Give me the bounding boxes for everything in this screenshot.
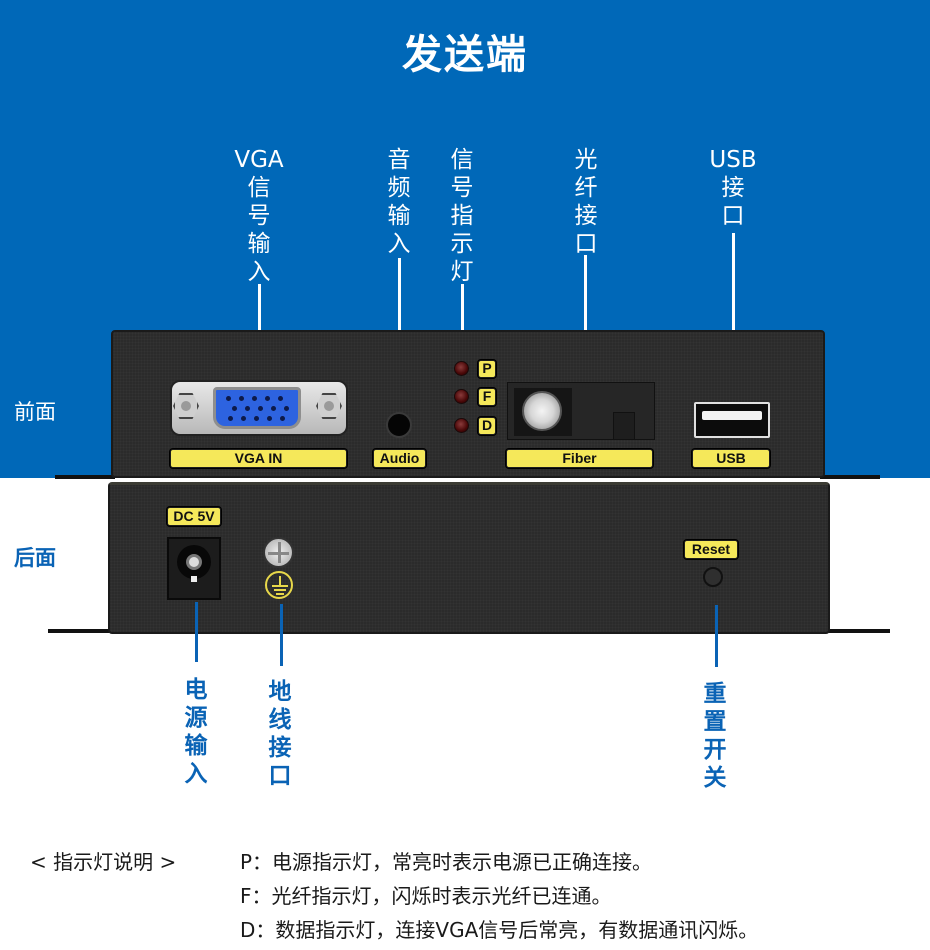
callout-audio-input: 音 频 输 入 — [369, 146, 429, 258]
fiber-label: Fiber — [506, 449, 653, 468]
back-panel — [108, 482, 830, 634]
callout-text: 纤 — [574, 175, 598, 201]
callout-text: 灯 — [450, 259, 474, 285]
callout-line-vga — [258, 284, 261, 368]
led-f-label: F — [478, 388, 496, 406]
callout-text: 输 — [387, 203, 411, 229]
usb-tongue — [702, 411, 762, 420]
callout-power-input: 电 源 输 入 — [166, 676, 226, 788]
vga-screw-icon — [316, 393, 342, 419]
callout-text: 口 — [268, 763, 292, 789]
callout-text: 指 — [450, 203, 474, 229]
callout-line-audio — [398, 258, 401, 368]
back-side-label: 后面 — [14, 546, 56, 570]
led-f-indicator — [454, 389, 469, 404]
callout-text: VGA — [234, 147, 284, 173]
vga-port[interactable] — [213, 387, 301, 429]
callout-line-power — [195, 602, 198, 662]
callout-text: 接 — [574, 203, 598, 229]
callout-fiber-port: 光 纤 接 口 — [556, 146, 616, 258]
ground-icon — [265, 571, 293, 599]
note-line-d: D：数据指示灯，连接VGA信号后常亮，有数据通讯闪烁。 — [240, 918, 759, 942]
dc-5v-label: DC 5V — [167, 507, 221, 526]
callout-text: 信 — [247, 175, 271, 201]
dc-jack-pin — [186, 554, 202, 570]
callout-signal-indicator: 信 号 指 示 灯 — [432, 146, 492, 286]
usb-port[interactable] — [694, 402, 770, 438]
led-d-indicator — [454, 418, 469, 433]
callout-text: 入 — [387, 231, 411, 257]
callout-text: 号 — [450, 175, 474, 201]
back-flange-right — [826, 629, 890, 633]
callout-text: 入 — [184, 761, 208, 787]
page-title: 发送端 — [402, 32, 528, 78]
dc-jack-tab — [191, 576, 197, 582]
notes-heading: < 指示灯说明 > — [30, 850, 177, 874]
ground-screw[interactable] — [263, 537, 294, 568]
callout-line-reset — [715, 605, 718, 667]
led-p-label: P — [478, 360, 496, 378]
callout-text: 源 — [184, 705, 208, 731]
front-flange-right — [820, 475, 880, 479]
callout-text: 口 — [721, 203, 745, 229]
front-side-label: 前面 — [14, 400, 56, 424]
vga-in-label: VGA IN — [170, 449, 347, 468]
usb-label: USB — [692, 449, 770, 468]
audio-label: Audio — [373, 449, 426, 468]
callout-vga-input: VGA 信 号 输 入 — [229, 146, 289, 286]
front-flange-left — [55, 475, 115, 479]
callout-text: 开 — [703, 737, 727, 763]
callout-text: 置 — [703, 709, 727, 735]
callout-text: 示 — [450, 231, 474, 257]
reset-label: Reset — [684, 540, 738, 559]
callout-text: 电 — [184, 677, 208, 703]
callout-text: 号 — [247, 203, 271, 229]
note-line-p: P：电源指示灯，常亮时表示电源已正确连接。 — [240, 850, 653, 874]
led-p-indicator — [454, 361, 469, 376]
fiber-port[interactable] — [522, 391, 562, 431]
audio-jack[interactable] — [386, 412, 412, 438]
callout-usb-port: USB 接 口 — [703, 146, 763, 230]
vga-screw-icon — [173, 393, 199, 419]
callout-text: 地 — [268, 679, 292, 705]
callout-text: 频 — [387, 175, 411, 201]
callout-text: 线 — [268, 707, 292, 733]
callout-text: 音 — [387, 147, 411, 173]
led-d-label: D — [478, 417, 496, 435]
callout-line-usb — [732, 233, 735, 397]
back-flange-left — [48, 629, 112, 633]
callout-text: 信 — [450, 147, 474, 173]
callout-text: 关 — [703, 765, 727, 791]
reset-button[interactable] — [703, 567, 723, 587]
callout-text: USB — [709, 147, 757, 173]
fiber-latch — [613, 412, 635, 440]
callout-line-ground — [280, 604, 283, 666]
callout-text: 光 — [574, 147, 598, 173]
callout-text: 重 — [703, 681, 727, 707]
callout-text: 接 — [268, 735, 292, 761]
callout-line-indicator — [461, 284, 464, 344]
callout-ground-port: 地 线 接 口 — [250, 678, 310, 790]
callout-text: 口 — [574, 231, 598, 257]
callout-reset-switch: 重 置 开 关 — [685, 680, 745, 792]
callout-text: 输 — [247, 231, 271, 257]
callout-text: 入 — [247, 259, 271, 285]
callout-text: 接 — [721, 175, 745, 201]
note-line-f: F：光纤指示灯，闪烁时表示光纤已连通。 — [240, 884, 612, 908]
callout-text: 输 — [184, 733, 208, 759]
callout-line-fiber — [584, 255, 587, 367]
